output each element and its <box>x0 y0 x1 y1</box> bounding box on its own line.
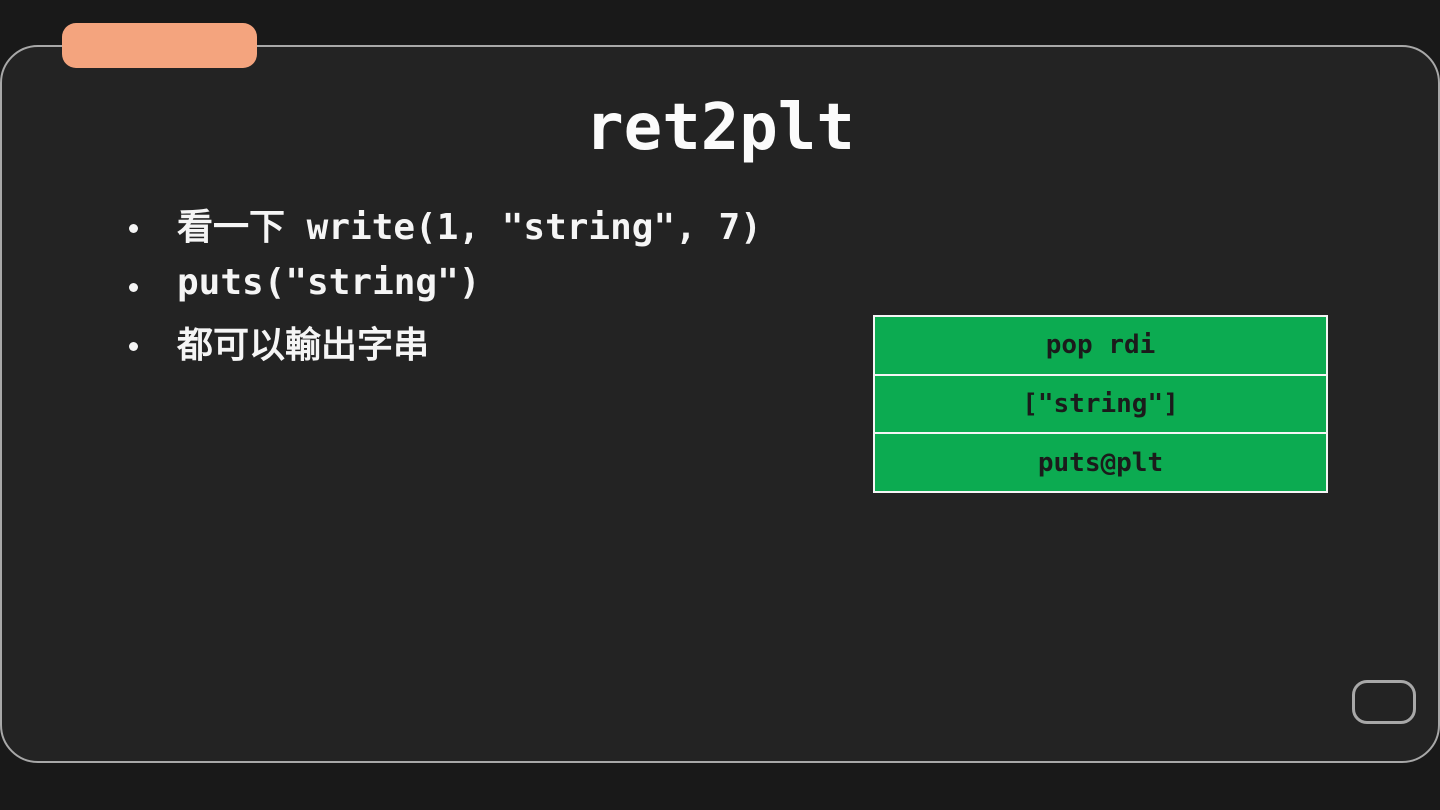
bullet-list: 看一下 write(1, "string", 7) puts("string")… <box>129 194 762 371</box>
accent-tab <box>62 23 257 68</box>
stack-frame-puts-plt: puts@plt <box>873 432 1328 494</box>
stack-frame-label: pop rdi <box>1045 330 1156 361</box>
list-item: puts("string") <box>129 253 762 312</box>
stack-frame-label: puts@plt <box>1037 447 1164 478</box>
bullet-text: 看一下 write(1, "string", 7) <box>177 206 762 248</box>
stack-frame-label: ["string"] <box>1022 389 1179 419</box>
bullet-dot-icon <box>129 342 138 351</box>
page-title: ret2plt <box>585 91 855 165</box>
bullet-text: puts("string") <box>177 262 481 303</box>
stack-frame-string-arg: ["string"] <box>873 373 1328 435</box>
bullet-dot-icon <box>129 224 138 233</box>
rop-stack-diagram: pop rdi ["string"] puts@plt <box>873 315 1328 494</box>
corner-badge-outline <box>1352 680 1416 724</box>
bullet-text: 都可以輸出字串 <box>177 324 430 366</box>
bullet-dot-icon <box>129 283 138 292</box>
stack-frame-pop-rdi: pop rdi <box>873 315 1328 376</box>
list-item: 看一下 write(1, "string", 7) <box>129 194 762 253</box>
list-item: 都可以輸出字串 <box>129 312 762 371</box>
